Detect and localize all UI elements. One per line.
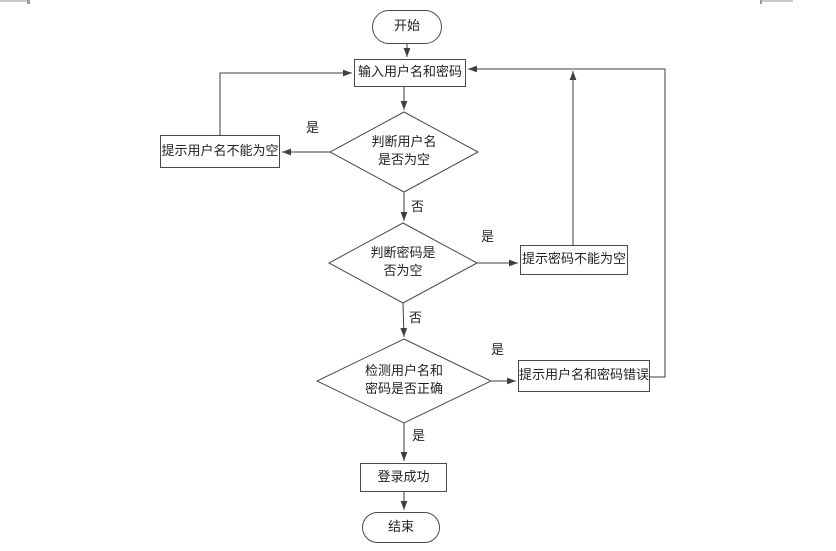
edge-check-password-no <box>400 302 408 338</box>
end-node: 结束 <box>362 512 440 543</box>
edge-prompt-wrong-loop <box>468 65 666 378</box>
edge-label-password-empty-yes: 是 <box>481 230 495 245</box>
decision-credentials-correct-shape <box>315 338 493 424</box>
decision-password-empty-label: 判断密码是 否为空 <box>370 246 436 279</box>
login-success-node: 登录成功 <box>360 463 447 492</box>
decision-password-empty-shape <box>327 222 479 304</box>
edge-label-credentials-wrong-yes: 是 <box>491 343 505 358</box>
decision-credentials-correct-label: 检测用户名和 密码是否正确 <box>364 364 443 397</box>
decision-username-empty-shape <box>328 111 480 193</box>
edge-label-username-empty-no: 否 <box>411 200 425 215</box>
page-edge-tick-left <box>27 0 30 4</box>
prompt-password-empty-node: 提示密码不能为空 <box>520 245 628 275</box>
edge-label-password-empty-no: 否 <box>409 311 423 326</box>
input-credentials-node: 输入用户名和密码 <box>354 59 466 87</box>
edge-prompt-username-loop <box>219 69 352 135</box>
page-edge-fragment-right <box>762 0 793 2</box>
edge-label-username-empty-yes: 是 <box>306 121 320 136</box>
edge-label-credentials-ok-yes: 是 <box>412 429 426 444</box>
prompt-credentials-wrong-node: 提示用户名和密码错误 <box>518 360 650 392</box>
start-node: 开始 <box>372 10 442 44</box>
page-edge-fragment-left <box>0 0 29 2</box>
prompt-username-empty-node: 提示用户名不能为空 <box>160 135 280 168</box>
decision-username-empty-label: 判断用户名 是否为空 <box>371 135 437 168</box>
page-edge-tick-right <box>760 0 762 4</box>
